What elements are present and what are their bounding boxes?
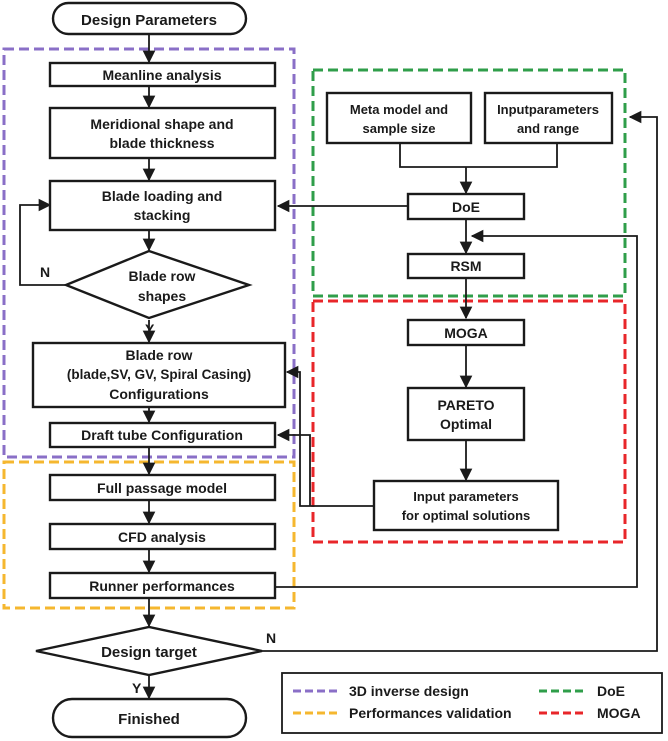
- start-terminal-label: Design Parameters: [81, 12, 217, 29]
- meta-model-box: Meta model and sample size: [325, 91, 473, 145]
- legend-label-inverse-design: 3D inverse design: [349, 683, 469, 699]
- meridional-shape-line1: Meridional shape and: [90, 116, 233, 132]
- input-parameters-range-box: Inputparameters and range: [483, 91, 614, 145]
- finished-terminal: Finished: [51, 697, 248, 739]
- blade-loading-line1: Blade loading and: [102, 188, 223, 204]
- doe-group: [311, 68, 627, 298]
- legend: 3D inverse design Performances validatio…: [281, 672, 663, 734]
- blade-row-config-line3: Configurations: [109, 386, 209, 402]
- pareto-optimal-box: PARETO Optimal: [406, 386, 526, 442]
- legend-label-doe: DoE: [597, 683, 625, 699]
- arrow-input-optimal-to-config: [285, 365, 373, 507]
- meanline-analysis-label: Meanline analysis: [102, 67, 221, 83]
- blade-row-no-label: N: [40, 264, 50, 280]
- arrow-input-optimal-to-drafttube: [276, 428, 311, 506]
- design-target-label: Design target: [101, 644, 197, 661]
- moga-label: MOGA: [444, 325, 488, 341]
- runner-performances-box: Runner performances: [48, 571, 277, 600]
- start-terminal: Design Parameters: [51, 1, 248, 36]
- pareto-line1: PARETO: [437, 397, 494, 413]
- pareto-line2: Optimal: [440, 416, 492, 432]
- meridional-shape-box: Meridional shape and blade thickness: [48, 106, 277, 160]
- blade-row-shapes-line1: Blade row: [129, 268, 196, 284]
- full-passage-box: Full passage model: [48, 473, 277, 502]
- cfd-analysis-label: CFD analysis: [118, 529, 206, 545]
- blade-row-shapes-decision: Blade row shapes: [62, 249, 253, 320]
- meridional-shape-line2: blade thickness: [109, 135, 214, 151]
- doe-label: DoE: [452, 199, 480, 215]
- arrow-shapes-no-loop: [19, 198, 66, 286]
- design-target-yes-label: Y: [132, 680, 142, 696]
- meanline-analysis-box: Meanline analysis: [48, 61, 277, 88]
- blade-loading-line2: stacking: [134, 207, 191, 223]
- input-parameters-line2: and range: [517, 121, 579, 136]
- legend-label-performances: Performances validation: [349, 705, 512, 721]
- input-parameters-optimal-box: Input parameters for optimal solutions: [372, 479, 560, 532]
- blade-row-yes-label: Y: [145, 321, 155, 337]
- draft-tube-box: Draft tube Configuration: [48, 421, 277, 449]
- design-target-decision: Design target: [35, 625, 263, 677]
- input-optimal-line1: Input parameters: [413, 489, 518, 504]
- blade-row-configurations-box: Blade row (blade,SV, GV, Spiral Casing) …: [31, 341, 287, 409]
- meta-model-line2: sample size: [363, 121, 436, 136]
- moga-group: [311, 299, 627, 544]
- finished-terminal-label: Finished: [118, 711, 180, 728]
- meta-model-line1: Meta model and: [350, 102, 448, 117]
- arrow-runner-feedback-to-rsm: [275, 229, 638, 588]
- rsm-box: RSM: [406, 252, 526, 280]
- moga-box: MOGA: [406, 318, 526, 347]
- blade-loading-box: Blade loading and stacking: [48, 179, 277, 232]
- connector-metamodel-inputs: [399, 143, 558, 168]
- legend-label-moga: MOGA: [597, 705, 641, 721]
- full-passage-label: Full passage model: [97, 480, 227, 496]
- rsm-label: RSM: [450, 258, 481, 274]
- draft-tube-label: Draft tube Configuration: [81, 427, 243, 443]
- doe-box: DoE: [406, 192, 526, 221]
- cfd-analysis-box: CFD analysis: [48, 522, 277, 551]
- blade-row-config-line2: (blade,SV, GV, Spiral Casing): [67, 367, 251, 382]
- design-target-no-label: N: [266, 630, 276, 646]
- arrow-target-no-to-inputs: [262, 110, 658, 652]
- runner-performances-label: Runner performances: [89, 578, 235, 594]
- input-parameters-line1: Inputparameters: [497, 102, 599, 117]
- blade-row-shapes-line2: shapes: [138, 288, 186, 304]
- blade-row-config-line1: Blade row: [126, 347, 193, 363]
- input-optimal-line2: for optimal solutions: [402, 508, 531, 523]
